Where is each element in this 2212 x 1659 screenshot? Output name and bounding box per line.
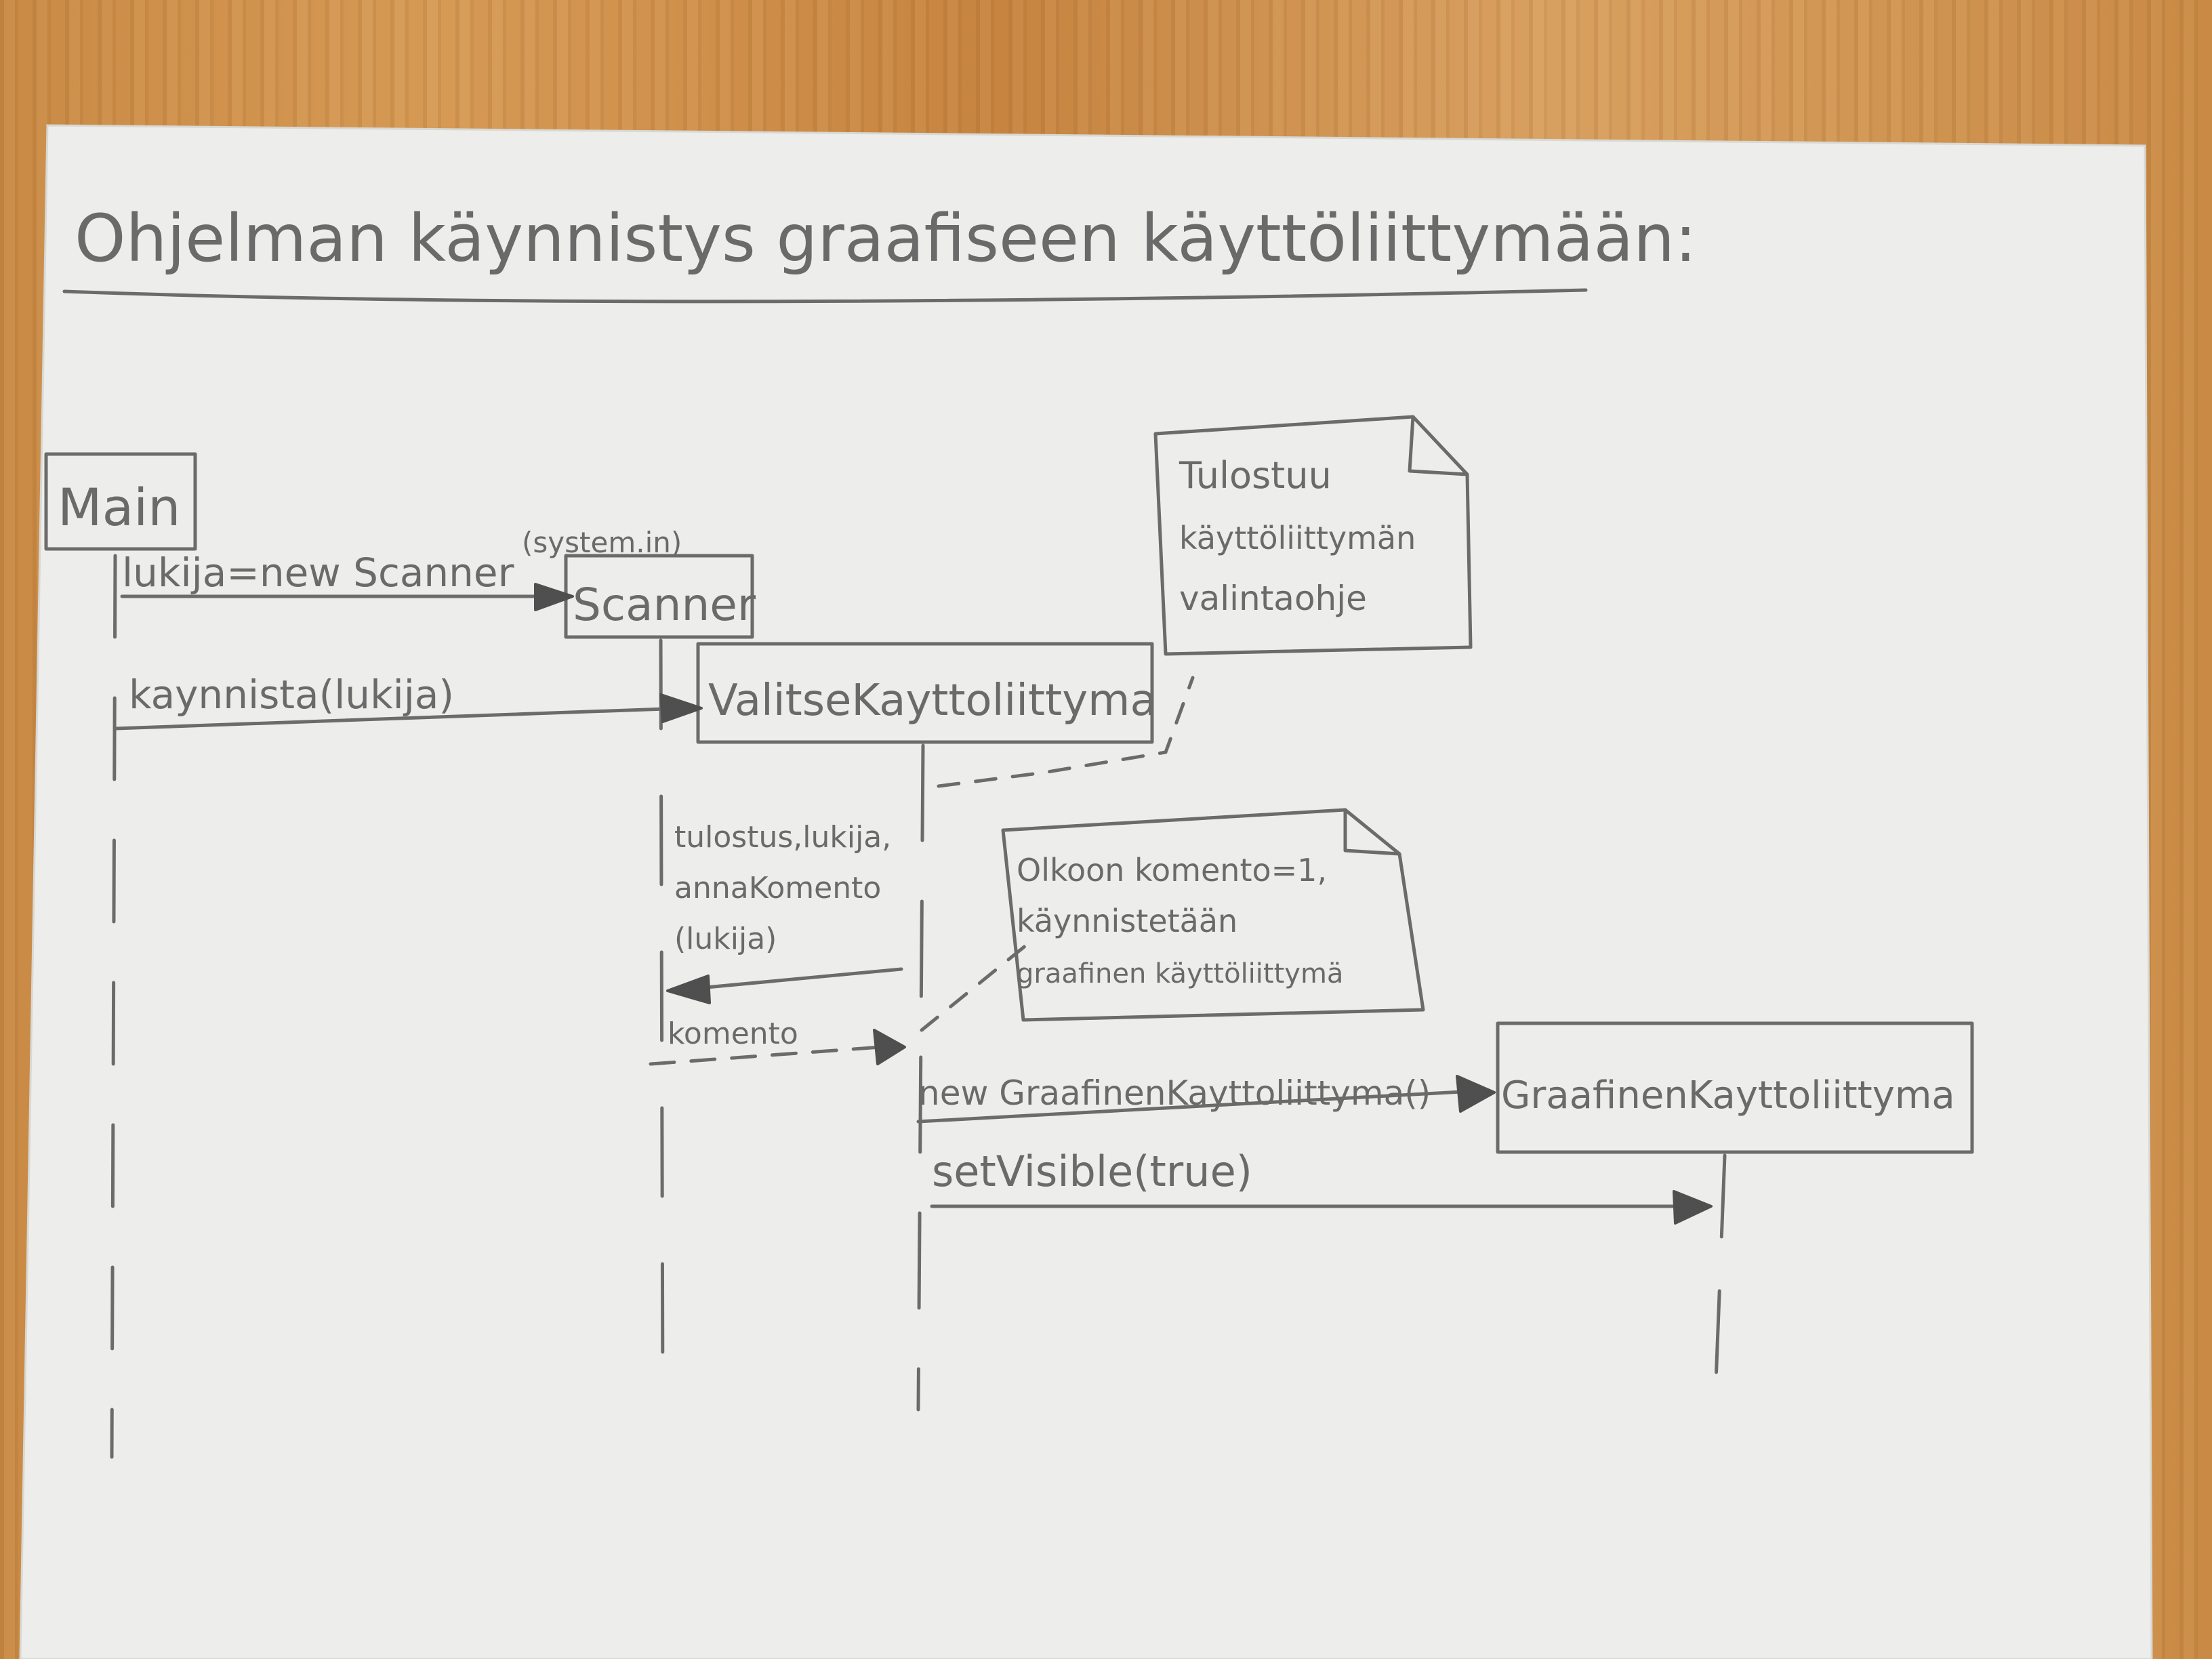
note-1-line2: käyttöliittymän <box>1179 520 1416 556</box>
valitse-box <box>696 642 1154 744</box>
scanner-note: (system.in) <box>522 526 682 559</box>
note-2-fold <box>1343 808 1401 856</box>
msg-annakomento-line <box>682 967 903 991</box>
note-2-box <box>1001 808 1425 1022</box>
note-1-box <box>1153 415 1473 656</box>
msg-annakomento-line1: tulostus,lukija, <box>674 820 891 855</box>
scanner-label: Scanner <box>573 579 756 631</box>
msg-annakomento-line3: (lukija) <box>674 922 777 956</box>
msg-annakomento-line2: annaKomento <box>674 871 881 905</box>
arrowhead-setvisible <box>1673 1190 1713 1225</box>
note-1-line1: Tulostuu <box>1179 454 1332 497</box>
note-2-line3: graafinen käyttöliittymä <box>1017 958 1343 989</box>
main-box <box>44 452 197 551</box>
graafinen-box <box>1496 1021 1974 1154</box>
msg-komento: komento <box>668 1017 798 1051</box>
valitse-lifeline <box>916 743 925 1412</box>
scanner-lifeline <box>659 638 665 1412</box>
paper-page <box>20 125 2152 1659</box>
note-2-line1: Olkoon komento=1, <box>1017 852 1327 888</box>
note-2-line2: käynnistetään <box>1017 903 1237 939</box>
msg-kaynnista-line <box>113 706 687 731</box>
note-2-anchor <box>920 940 1032 1032</box>
msg-setvisible: setVisible(true) <box>932 1147 1252 1196</box>
graafinen-label: GraafinenKayttoliittyma <box>1501 1073 1955 1118</box>
msg-new-scanner: lukija=new Scanner <box>122 550 514 596</box>
graafinen-lifeline <box>1713 1153 1727 1418</box>
valitse-label: ValitseKayttoliittyma <box>708 676 1157 726</box>
note-1-fold <box>1408 415 1469 476</box>
arrowhead-new-scanner <box>534 583 574 611</box>
note-1-anchor <box>937 676 1195 788</box>
main-label: Main <box>58 477 180 537</box>
msg-kaynnista: kaynnista(lukija) <box>129 672 454 718</box>
arrowhead-annakomento <box>666 975 711 1004</box>
diagram-title: Ohjelman käynnistys graafiseen käyttölii… <box>75 201 1696 276</box>
msg-new-graafinen: new GraafinenKayttoliittyma() <box>918 1073 1431 1113</box>
arrowhead-kaynnista <box>659 693 703 723</box>
note-1-line3: valintaohje <box>1179 579 1367 618</box>
title-underline <box>62 288 1588 304</box>
arrowhead-new-graafinen <box>1456 1075 1496 1113</box>
arrowhead-komento <box>873 1029 906 1065</box>
main-lifeline <box>110 554 117 1459</box>
msg-new-graafinen-line <box>916 1089 1476 1124</box>
